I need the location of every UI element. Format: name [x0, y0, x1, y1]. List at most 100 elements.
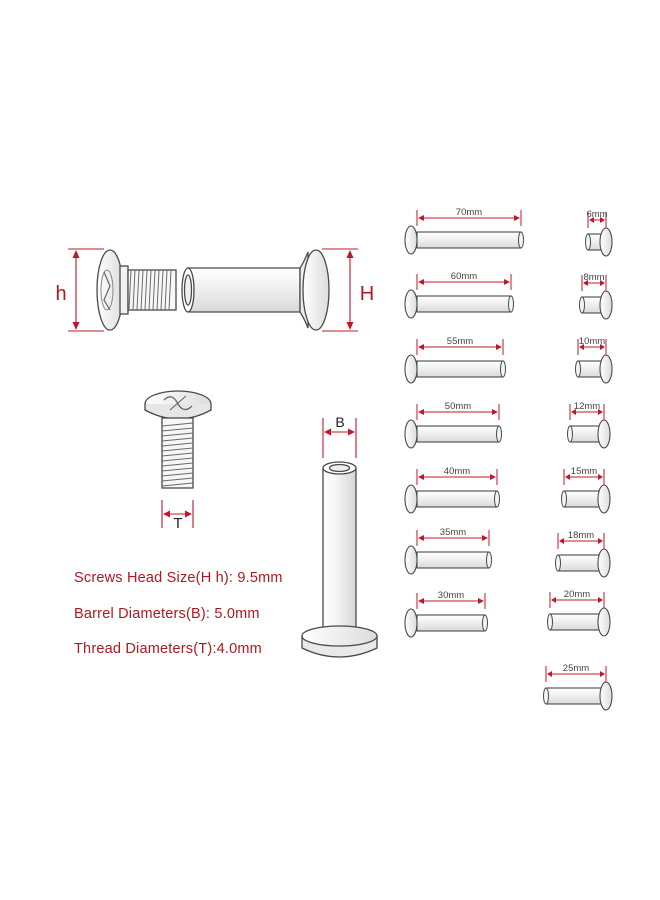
- barrel-end: [500, 360, 506, 378]
- dimension-h: [68, 248, 104, 332]
- label-T: T: [173, 515, 182, 532]
- barrel-end: [518, 231, 524, 249]
- size-dimension: [557, 533, 605, 549]
- barrel-body: [416, 295, 512, 313]
- barrel-sample-8mm: 8mm: [579, 272, 613, 320]
- barrel-end: [567, 425, 573, 443]
- size-dimension: [416, 469, 498, 485]
- barrel-end: [496, 425, 502, 443]
- barrel-head: [597, 607, 611, 637]
- barrel-sizes-right-column: 6mm 8mm 10mm 12mm 15mm 18mm 20mm 25mm: [543, 209, 613, 711]
- barrel-sample-20mm: 20mm: [547, 589, 611, 637]
- dimension-H: [322, 248, 358, 332]
- barrel-head: [404, 354, 418, 384]
- barrel-end: [486, 551, 492, 569]
- size-label: 35mm: [440, 527, 466, 538]
- barrel-body: [557, 554, 601, 572]
- size-label: 55mm: [447, 336, 473, 347]
- size-dimension: [587, 212, 607, 228]
- size-dimension: [416, 593, 486, 609]
- barrel-body: [569, 425, 601, 443]
- barrel-sample-15mm: 15mm: [561, 466, 611, 514]
- size-label: 18mm: [568, 530, 594, 541]
- size-label: 15mm: [571, 466, 597, 477]
- barrel-end: [555, 554, 561, 572]
- size-dimension: [581, 275, 607, 291]
- size-label: 8mm: [583, 272, 604, 283]
- barrel-sample-50mm: 50mm: [404, 401, 502, 449]
- barrel-sizes-left-column: 70mm 60mm 55mm 50mm 40mm 35mm 30mm: [404, 207, 524, 638]
- barrel-body: [416, 425, 500, 443]
- barrel-sample-18mm: 18mm: [555, 530, 611, 578]
- barrel-head: [597, 419, 611, 449]
- barrel-head: [404, 484, 418, 514]
- barrel-body: [416, 490, 498, 508]
- barrel-sample-60mm: 60mm: [404, 271, 514, 319]
- size-dimension: [545, 666, 607, 682]
- barrel-head: [404, 608, 418, 638]
- size-label: 30mm: [438, 590, 464, 601]
- barrel-sample-10mm: 10mm: [575, 336, 613, 384]
- barrel-head: [404, 545, 418, 575]
- screw-front-view: [144, 390, 212, 489]
- barrel-sample-25mm: 25mm: [543, 663, 613, 711]
- barrel-sample-40mm: 40mm: [404, 466, 500, 514]
- barrel-front-view: [301, 461, 378, 658]
- barrel-end: [494, 490, 500, 508]
- barrel-body: [416, 360, 504, 378]
- barrel-body: [416, 614, 486, 632]
- barrel-body: [416, 551, 490, 569]
- barrel-end: [579, 296, 585, 314]
- barrel-end: [561, 490, 567, 508]
- barrel-end: [547, 613, 553, 631]
- barrel-end: [575, 360, 581, 378]
- size-dimension: [549, 592, 605, 608]
- size-dimension: [416, 210, 522, 226]
- barrel-body: [563, 490, 601, 508]
- spec-barrel-diameter: Barrel Diameters(B): 5.0mm: [74, 606, 260, 622]
- size-label: 6mm: [586, 209, 607, 220]
- barrel-head: [599, 227, 613, 257]
- barrel-end: [585, 233, 591, 251]
- barrel-end: [508, 295, 514, 313]
- label-B: B: [335, 414, 344, 430]
- size-label: 25mm: [563, 663, 589, 674]
- size-label: 12mm: [574, 401, 600, 412]
- size-dimension: [577, 339, 607, 355]
- label-h: h: [55, 283, 66, 305]
- barrel-head: [599, 354, 613, 384]
- barrel-sample-35mm: 35mm: [404, 527, 492, 575]
- size-dimension: [569, 404, 605, 420]
- barrel-head: [404, 419, 418, 449]
- barrel-end: [543, 687, 549, 705]
- size-dimension: [563, 469, 605, 485]
- barrel-sample-55mm: 55mm: [404, 336, 506, 384]
- size-dimension: [416, 404, 500, 420]
- size-dimension: [416, 339, 504, 355]
- barrel-body: [549, 613, 601, 631]
- size-label: 70mm: [456, 207, 482, 218]
- barrel-sample-70mm: 70mm: [404, 207, 524, 255]
- label-H: H: [360, 283, 374, 305]
- barrel-head: [599, 290, 613, 320]
- spec-thread-diameter: Thread Diameters(T):4.0mm: [74, 641, 262, 657]
- barrel-body: [416, 231, 522, 249]
- dimension-T: [161, 500, 194, 528]
- barrel-end: [482, 614, 488, 632]
- barrel-body: [545, 687, 603, 705]
- size-label: 50mm: [445, 401, 471, 412]
- barrel-sample-12mm: 12mm: [567, 401, 611, 449]
- spec-head-size: Screws Head Size(H h): 9.5mm: [74, 570, 283, 586]
- barrel-sample-6mm: 6mm: [585, 209, 613, 257]
- barrel-body: [577, 360, 603, 378]
- exploded-assembly: [96, 249, 330, 331]
- size-label: 10mm: [579, 336, 605, 347]
- barrel-head: [597, 548, 611, 578]
- barrel-head: [599, 681, 613, 711]
- size-dimension: [416, 530, 490, 546]
- size-label: 40mm: [444, 466, 470, 477]
- barrel-head: [404, 225, 418, 255]
- size-label: 20mm: [564, 589, 590, 600]
- size-dimension: [416, 274, 512, 290]
